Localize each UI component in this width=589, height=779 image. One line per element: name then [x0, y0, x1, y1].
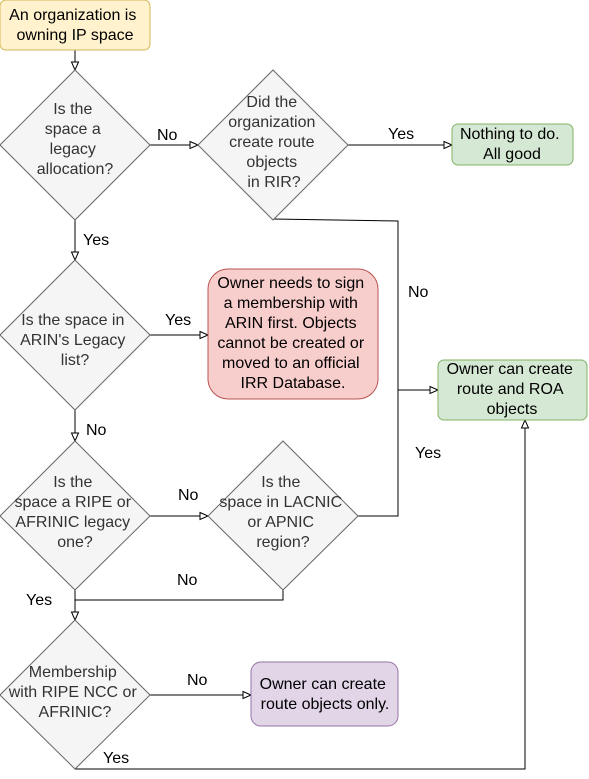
arin-legacy-decision-label: Is the space in ARIN's Legacy list? [20, 312, 130, 369]
arin-membership-box [207, 268, 379, 400]
arin-legacy-decision [0, 259, 151, 411]
ripe-afrinic-decision [0, 440, 151, 591]
membership-decision-label: Membership with RIPE NCC or AFRINIC? [8, 664, 141, 721]
membership-decision [0, 619, 151, 770]
route-objects-decision [197, 69, 349, 221]
start-label: An organization is owning IP space [9, 7, 141, 44]
nothing-to-do-label: Nothing to do. All good [460, 126, 564, 163]
lacnic-apnic-decision-label: Is the space in LACNIC or APNIC region? [219, 474, 346, 551]
edge-label-legacy-no: No [157, 127, 178, 144]
nothing-to-do-box [451, 123, 574, 166]
edge-label-membership-yes: Yes [103, 750, 129, 767]
edge-labels: No Yes No Yes Yes No No Yes No Yes No Ye… [26, 126, 441, 767]
legacy-decision [0, 69, 151, 221]
edge-lacnic-yes [358, 390, 399, 517]
edge-lacnic-no [75, 590, 284, 601]
edge-label-lacnic-no: No [177, 572, 198, 589]
edge-label-arin-no: No [86, 422, 107, 439]
start-box [0, 0, 151, 51]
route-only-label: Owner can create route objects only. [260, 676, 391, 713]
route-only-box [250, 661, 399, 727]
route-and-roa-label: Owner can create route and ROA objects [447, 361, 578, 418]
edge-label-arin-yes: Yes [165, 312, 191, 329]
route-objects-decision-label: Did the organization create route object… [228, 94, 320, 191]
edge-label-ripe-no: No [178, 487, 199, 504]
edge-label-route-objects-no: No [408, 284, 429, 301]
edges [75, 50, 525, 770]
lacnic-apnic-decision [207, 440, 359, 591]
arin-membership-label: Owner needs to sign a membership with AR… [217, 275, 368, 392]
route-and-roa-box [437, 359, 588, 421]
edge-label-lacnic-yes: Yes [415, 445, 441, 462]
ripe-afrinic-decision-label: Is the space a RIPE or AFRINIC legacy on… [15, 474, 136, 551]
edge-label-membership-no: No [187, 672, 208, 689]
node-labels: An organization is owning IP space Is th… [8, 7, 578, 721]
edge-membership-yes [75, 420, 525, 770]
legacy-decision-label: Is the space a legacy allocation? [37, 101, 114, 178]
edge-route-objects-no [272, 218, 438, 390]
edge-label-route-objects-yes: Yes [388, 126, 414, 143]
edge-label-legacy-yes: Yes [83, 232, 109, 249]
edge-label-ripe-yes: Yes [26, 592, 52, 609]
